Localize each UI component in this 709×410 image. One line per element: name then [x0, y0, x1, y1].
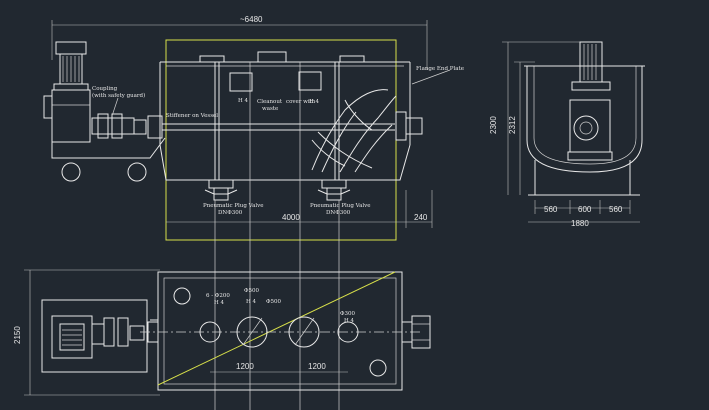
cleanout-cover-left — [229, 72, 253, 92]
top-nozzle-center — [257, 51, 287, 63]
h4-left-label: H 4 — [238, 98, 249, 104]
width-600-label: 600 — [578, 205, 592, 214]
wheel-right — [127, 162, 147, 182]
cleanout-waste-label: waste — [262, 106, 278, 112]
valve-right-size: DNΦ300 — [326, 210, 351, 216]
base-frame — [51, 137, 166, 159]
width-560-right-label: 560 — [609, 205, 623, 214]
side-gearbox — [569, 99, 611, 153]
h4-right-label: H 4 — [309, 99, 320, 105]
coupling — [91, 113, 163, 139]
hole-label-3: Φ300 — [340, 311, 356, 317]
hole-3 — [288, 316, 320, 348]
wheel-left — [61, 162, 81, 182]
height-2312-label: 2312 — [508, 116, 517, 134]
top-nozzle-left — [199, 55, 225, 63]
hole-1 — [199, 321, 221, 343]
hole-small-bottom-right — [369, 359, 387, 377]
hole-label-1: 6 - Φ200 — [206, 293, 230, 299]
flange-end-plate-label: Flange End Plate — [416, 66, 464, 72]
width-2150-label: 2150 — [13, 326, 22, 344]
height-2300-label: 2300 — [489, 116, 498, 134]
hole-label-2: Φ500 — [244, 288, 260, 294]
cleanout-cover-right — [298, 71, 322, 91]
valve-left-size: DNΦ300 — [218, 210, 243, 216]
valve-right-label: Pneumatic Plug Valve — [310, 203, 370, 209]
valve-left-label: Pneumatic Plug Valve — [203, 203, 263, 209]
length-4000-label: 4000 — [282, 213, 300, 222]
top-motor — [51, 315, 93, 359]
vessel-cross-section — [526, 66, 643, 173]
discharge-valve-right — [317, 179, 351, 201]
overall-length-label: ~6480 — [240, 15, 263, 24]
drive-base-plate — [41, 299, 148, 373]
width-total-label: 1880 — [571, 219, 589, 228]
side-motor — [579, 41, 603, 83]
cleanout-label: Cleanout — [257, 99, 283, 105]
discharge-valve-left — [204, 179, 238, 201]
hole-4 — [337, 321, 359, 343]
vessel — [159, 39, 411, 241]
length-240-label: 240 — [414, 213, 428, 222]
top-nozzle-right — [339, 55, 365, 63]
hole-2 — [236, 316, 268, 348]
front-view: ~6480 Coupling (with safety — [43, 15, 464, 410]
side-view: 2300 2312 560 600 560 1880 — [489, 41, 645, 228]
coupling-label: Coupling — [92, 86, 118, 92]
width-560-left-label: 560 — [544, 205, 558, 214]
hole-label-1b: H 4 — [214, 300, 225, 306]
coupling-guard-label: (with safety guard) — [92, 92, 145, 99]
top-view-diagonal — [157, 271, 396, 386]
spacing-2-label: 1200 — [308, 362, 326, 371]
cleanout-cover-label: cover with — [286, 99, 316, 105]
hole-label-3b: H 4 — [344, 318, 355, 324]
top-view: 2150 6 - Φ200 H 4 Φ500 Φ500 H 4 Φ300 — [13, 269, 431, 396]
spacing-1-label: 1200 — [236, 362, 254, 371]
ribbon-agitator — [311, 89, 397, 173]
flange-end-plate — [395, 111, 407, 141]
motor — [43, 41, 91, 143]
hole-small-top-left — [173, 287, 191, 305]
stiffener-label: Stiffener on Vessel — [166, 113, 218, 119]
hole-label-2c: H 4 — [246, 299, 257, 305]
hole-label-2b: Φ500 — [266, 299, 282, 305]
